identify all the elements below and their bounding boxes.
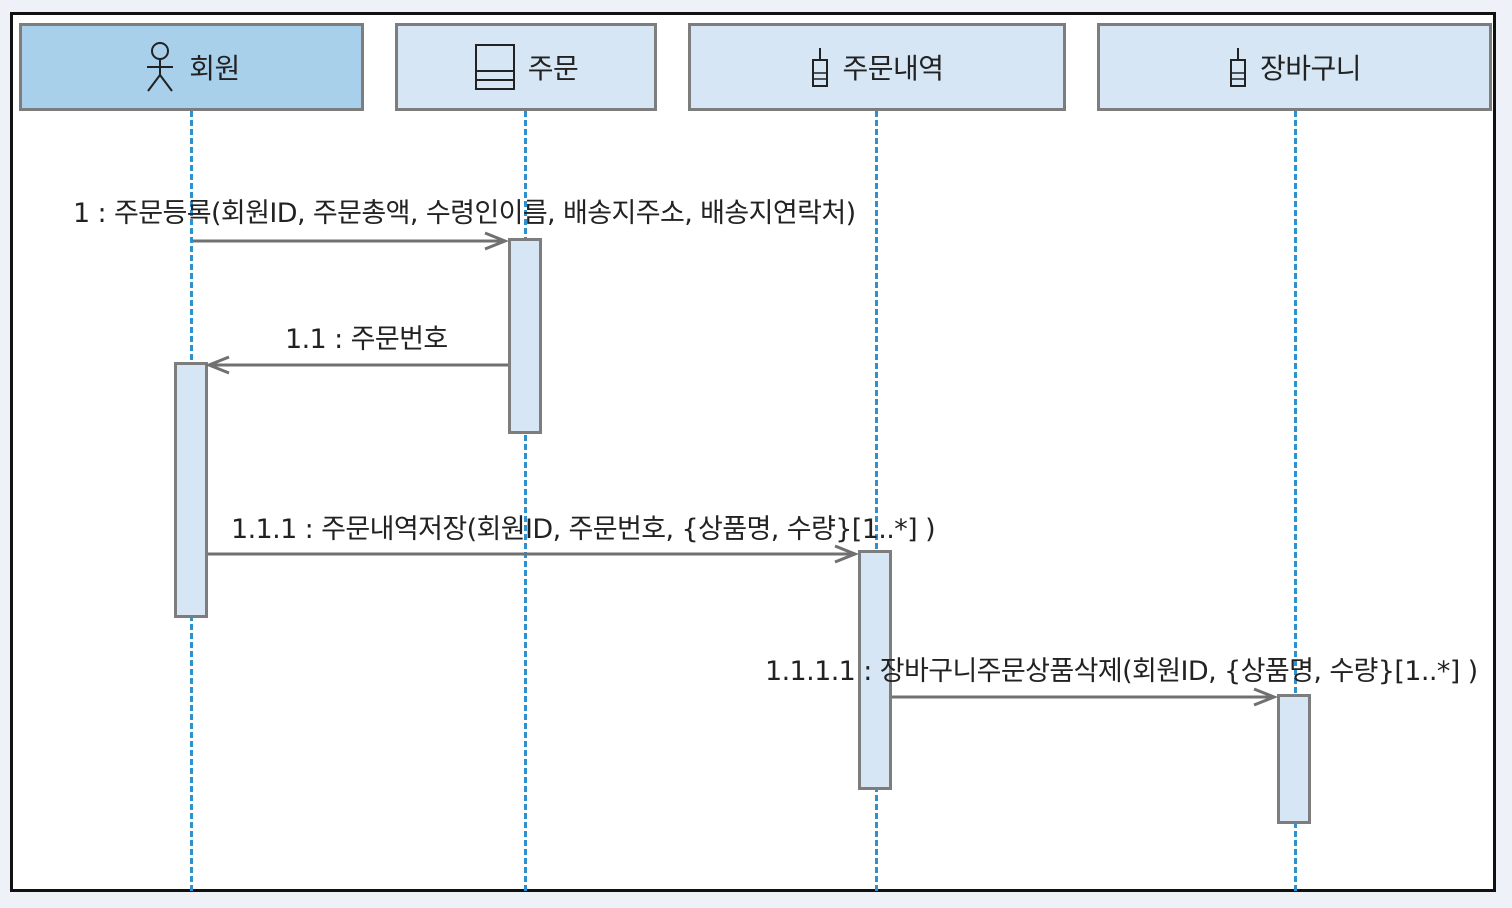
- lifeline-order-history: [875, 111, 878, 891]
- message-label-2: 1.1 : 주문번호: [285, 324, 448, 355]
- actor-stick-figure-icon: [143, 41, 177, 93]
- control-tab-icon: [1228, 46, 1248, 88]
- participant-name: 장바구니: [1259, 52, 1362, 85]
- arrowhead-4: [1253, 687, 1279, 707]
- participant-name: 회원: [189, 52, 240, 85]
- activation-cart: [1277, 694, 1311, 824]
- lifeline-cart: [1294, 111, 1297, 891]
- activation-order: [508, 238, 542, 434]
- sequence-diagram-frame: 회원 주문 주문내역: [10, 12, 1496, 892]
- message-label-1: 1 : 주문등록(회원ID, 주문총액, 수령인이름, 배송지주소, 배송지연락…: [73, 198, 856, 229]
- participant-name: 주문: [527, 52, 579, 85]
- participant-member: 회원: [19, 23, 364, 111]
- participant-name: 주문내역: [842, 52, 944, 85]
- message-arrows: [193, 231, 1279, 707]
- participant-order-history: 주문내역: [688, 23, 1066, 111]
- entity-box-icon: [474, 43, 516, 91]
- lifeline-order: [524, 111, 527, 891]
- participant-order: 주문: [395, 23, 657, 111]
- arrowhead-1: [484, 231, 510, 251]
- arrowhead-2: [204, 355, 230, 375]
- activation-member: [174, 362, 208, 618]
- arrowhead-3: [834, 544, 860, 564]
- activation-order-history: [858, 550, 892, 790]
- control-tab-icon: [810, 46, 830, 88]
- participant-cart: 장바구니: [1097, 23, 1492, 111]
- message-label-4: 1.1.1.1 : 장바구니주문상품삭제(회원ID, {상품명, 수량}[1..…: [765, 656, 1478, 687]
- message-label-3: 1.1.1 : 주문내역저장(회원ID, 주문번호, {상품명, 수량}[1..…: [231, 514, 936, 545]
